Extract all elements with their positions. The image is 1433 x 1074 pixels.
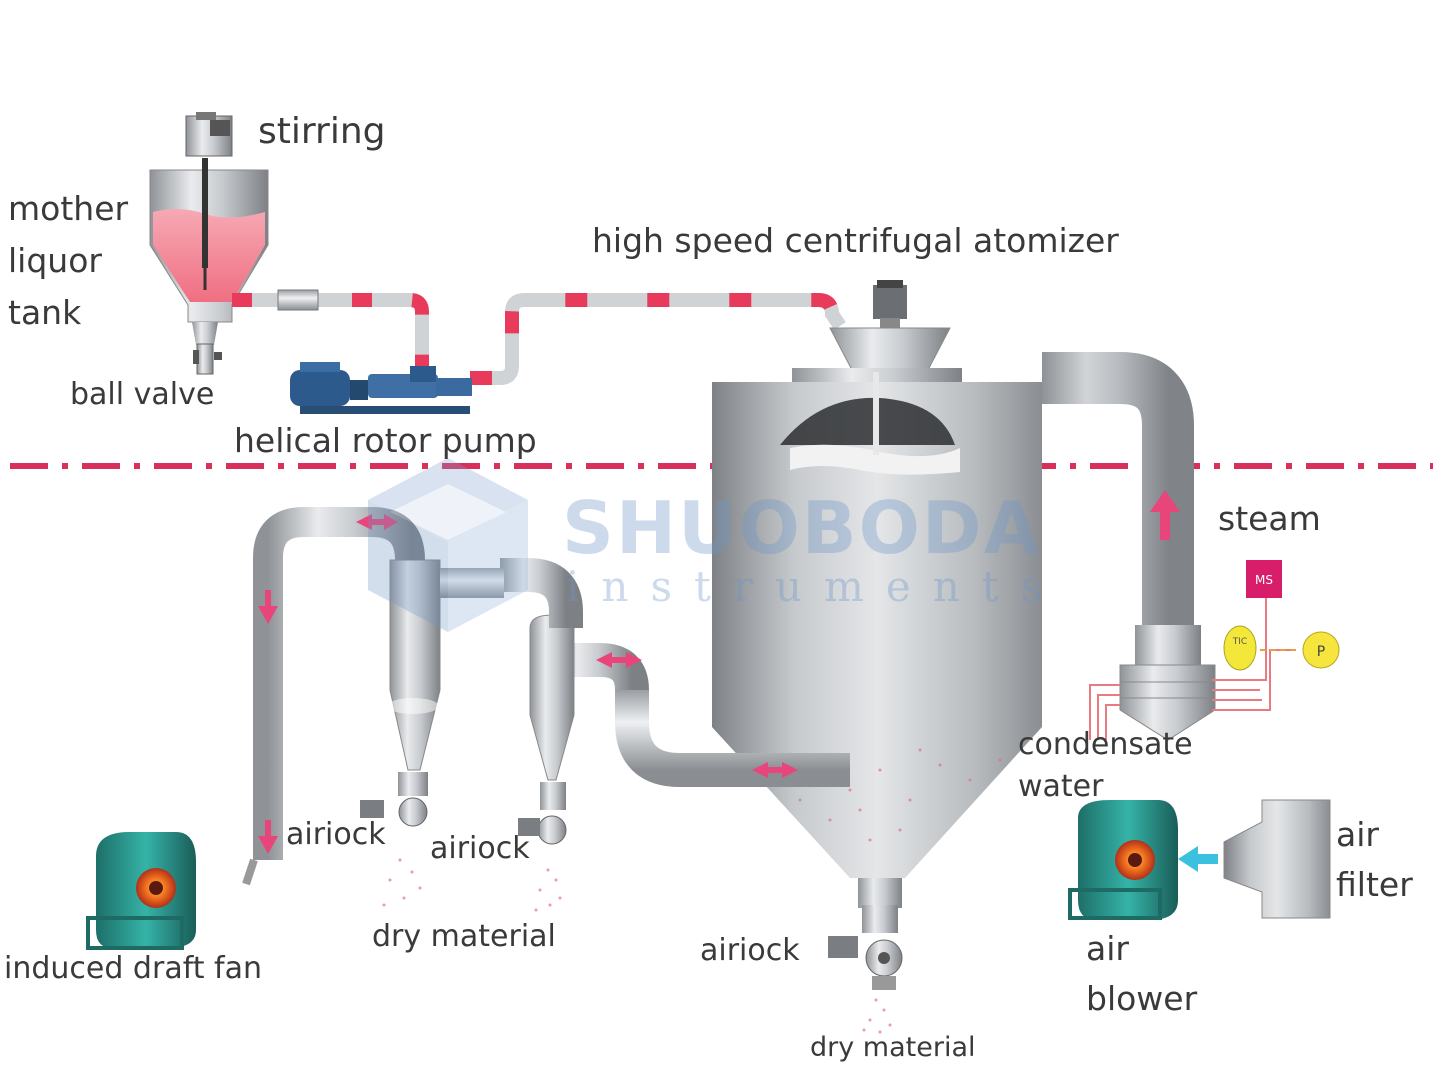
air-flow-arrow — [1178, 846, 1218, 872]
exhaust-arrows — [596, 652, 798, 778]
fan-exhaust-pipe — [242, 507, 425, 886]
up-arrow — [1150, 490, 1180, 540]
p-label: P — [1317, 644, 1325, 660]
air-filter — [1223, 799, 1331, 919]
cyclone-left — [360, 559, 504, 827]
cyclone-right — [500, 558, 583, 845]
induced-draft-fan — [86, 832, 196, 950]
tic-gauge — [1223, 625, 1257, 671]
label-air-blower-line1: air — [1086, 929, 1129, 968]
label-air-filter-line2: filter — [1336, 865, 1413, 904]
label-airlock-1: airiock — [286, 817, 386, 852]
label-dry-material-2: dry material — [810, 1032, 976, 1063]
watermark-logo — [368, 458, 528, 632]
discharge-particles-bottom — [862, 998, 892, 1034]
label-ball-valve: ball valve — [70, 377, 215, 412]
label-airlock-3: airiock — [700, 933, 800, 968]
hot-air-duct — [1042, 352, 1201, 665]
label-air-blower-line2: blower — [1086, 979, 1198, 1018]
ball-valve — [193, 343, 222, 375]
label-air-filter-line1: air — [1336, 815, 1379, 854]
down-arrows — [258, 514, 398, 854]
atomizer — [829, 280, 951, 371]
label-condensate-line2: water — [1018, 769, 1104, 804]
discharge-particles-left — [382, 858, 422, 907]
watermark-brand: SHUOBODA — [562, 486, 1042, 570]
label-stirring: stirring — [258, 111, 386, 152]
tic-label: TIC — [1232, 637, 1247, 647]
helical-rotor-pump — [290, 362, 472, 414]
discharge-particles-right — [534, 868, 562, 912]
ms-instrument — [1246, 560, 1282, 598]
label-tank-line3: tank — [8, 293, 82, 332]
label-steam: steam — [1218, 499, 1321, 538]
label-induced-fan: induced draft fan — [4, 951, 262, 986]
ms-label: MS — [1255, 573, 1273, 587]
p-gauge — [1302, 631, 1340, 669]
mother-liquor-tank — [149, 158, 269, 345]
label-pump: helical rotor pump — [234, 421, 537, 460]
label-dry-material-1: dry material — [372, 919, 556, 954]
label-tank-line1: mother — [8, 189, 129, 228]
feed-pipe — [232, 289, 846, 385]
watermark-sub: instruments — [566, 562, 1065, 611]
heater — [1119, 664, 1216, 741]
label-tank-line2: liquor — [8, 241, 102, 280]
stirring-motor — [185, 112, 233, 157]
drying-chamber — [712, 368, 1042, 908]
label-atomizer: high speed centrifugal atomizer — [592, 221, 1119, 260]
label-condensate-line1: condensate — [1018, 727, 1193, 762]
label-airlock-2: airiock — [430, 831, 530, 866]
bottom-airlock — [828, 905, 903, 990]
air-blower — [1068, 800, 1178, 920]
